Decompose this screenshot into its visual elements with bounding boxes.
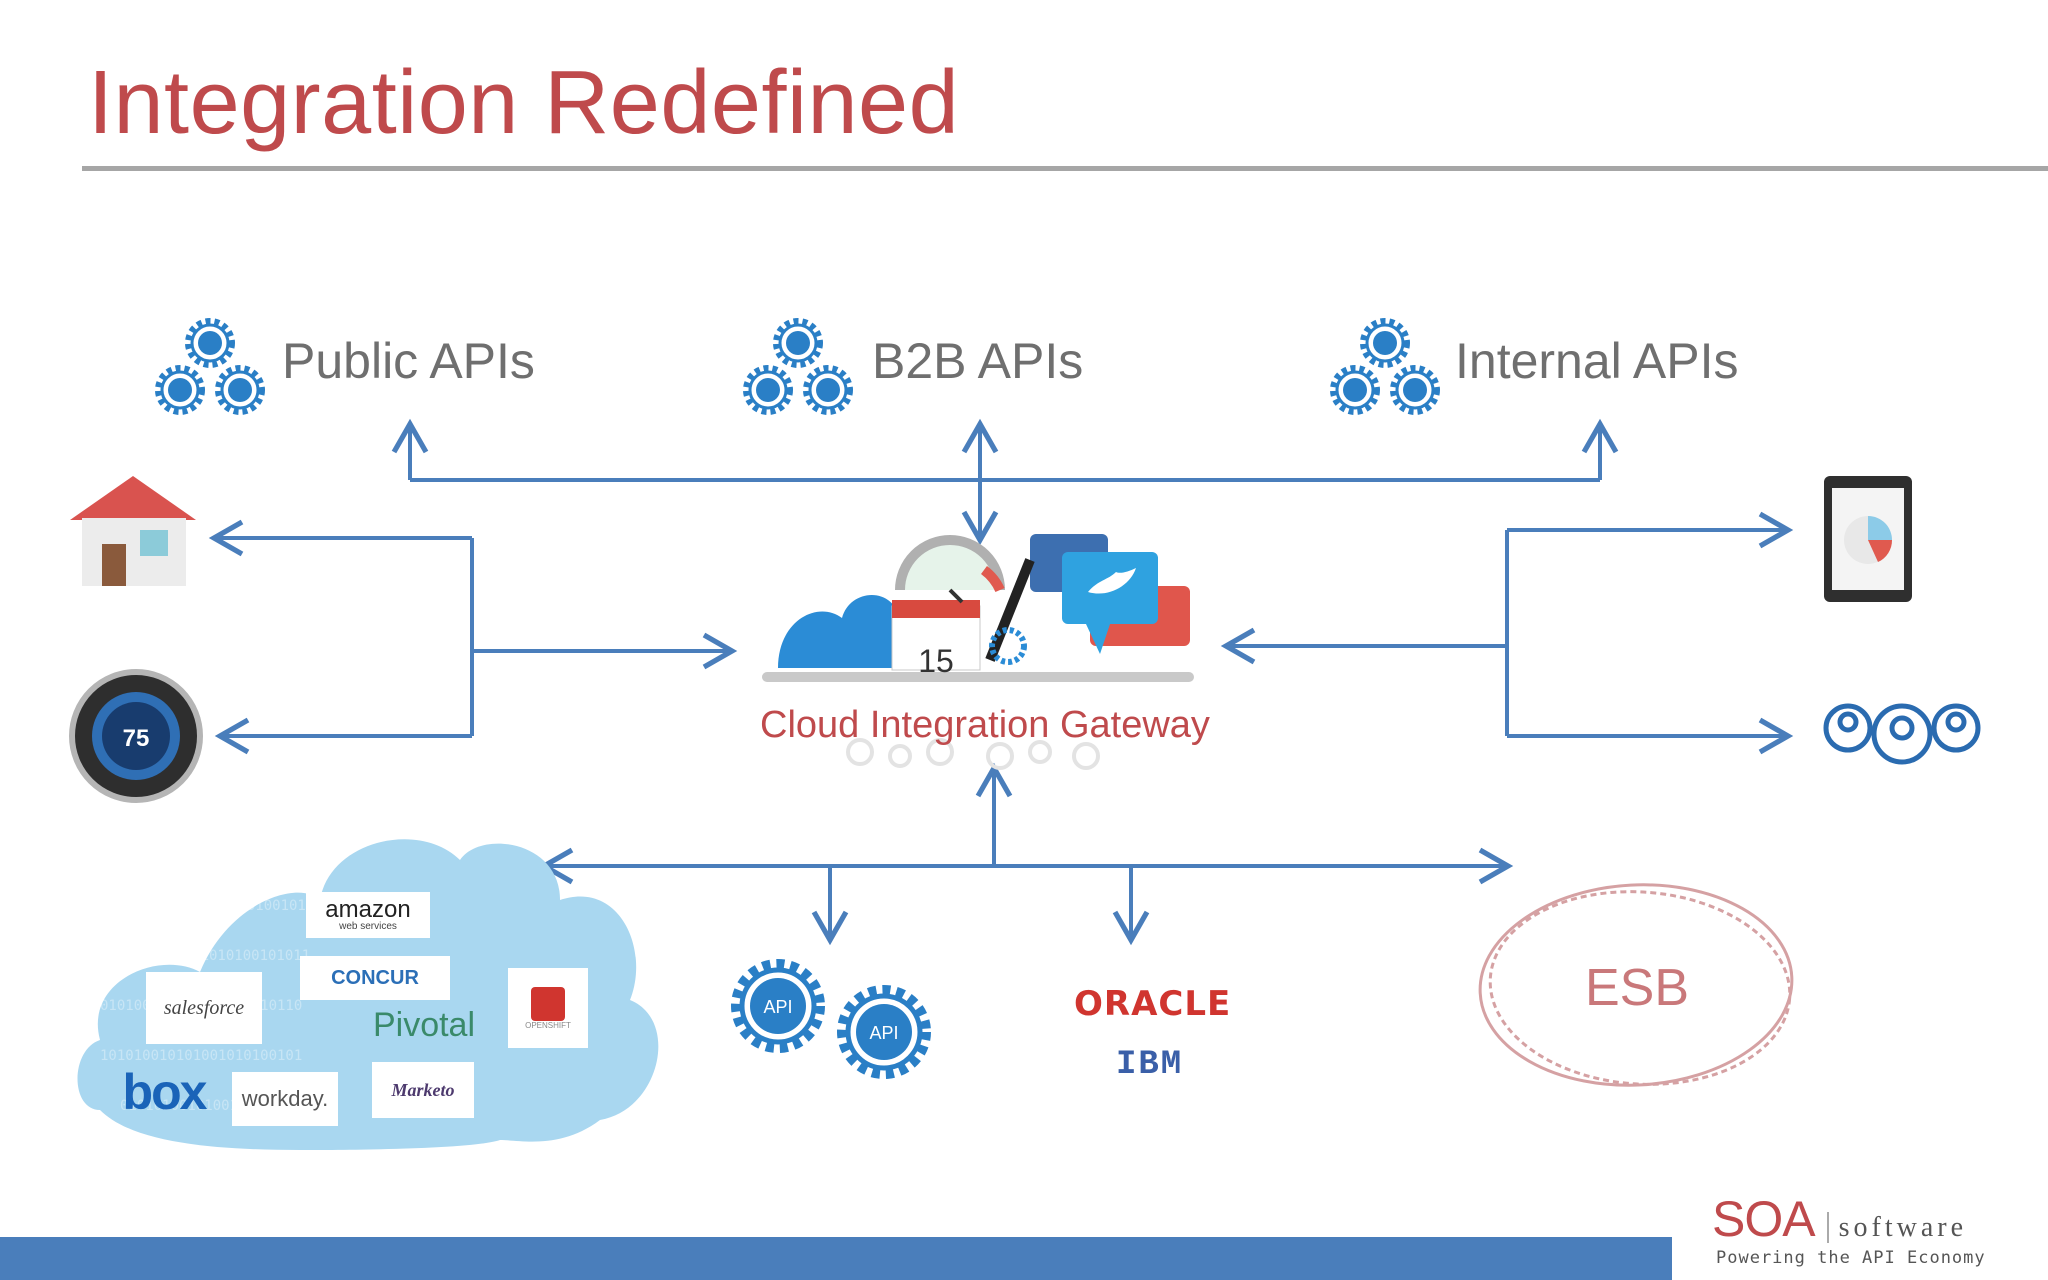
- pivotal-logo-text: Pivotal: [372, 1005, 476, 1044]
- oracle-logo: ORACLE: [1074, 984, 1232, 1024]
- amazon-logo-sub: web services: [339, 920, 397, 932]
- hub-illustration: [762, 534, 1194, 770]
- right-device-lines: [1220, 511, 1794, 755]
- openshift-cube-icon: [531, 986, 565, 1021]
- page-title: Integration Redefined: [88, 53, 960, 153]
- label-internal-apis: Internal APIs: [1455, 333, 1739, 389]
- concur-logo-text: CONCUR: [331, 966, 419, 989]
- marketo-logo: Marketo: [372, 1062, 474, 1118]
- gear-cluster-icon: [746, 321, 850, 412]
- marketo-logo-text: Marketo: [391, 1079, 455, 1100]
- openshift-logo-text: OPENSHIFT: [525, 1020, 571, 1030]
- footer-bar: [0, 1237, 1672, 1280]
- bottom-branch-lines: [538, 762, 1514, 946]
- user-group-icon: [1823, 703, 1981, 765]
- thermostat-value: 75: [123, 725, 150, 752]
- gear-cluster-icon: [158, 321, 262, 412]
- openshift-logo: OPENSHIFT: [508, 968, 588, 1048]
- box-logo-text: box: [122, 1064, 208, 1120]
- api-gear-label: API: [869, 1023, 898, 1043]
- label-public-apis: Public APIs: [282, 333, 535, 389]
- brand-tagline: Powering the API Economy: [1716, 1248, 1986, 1268]
- tablet-chart-icon: [1824, 476, 1912, 602]
- gear-cluster-icon: [1333, 321, 1437, 412]
- label-b2b-apis: B2B APIs: [872, 333, 1084, 389]
- title-divider: [82, 166, 2048, 171]
- api-gear-label: API: [763, 997, 792, 1017]
- salesforce-logo-text: salesforce: [163, 996, 245, 1019]
- workday-logo: workday.: [232, 1072, 338, 1126]
- brand-soa: SOA: [1712, 1191, 1816, 1247]
- house-icon: [70, 476, 196, 586]
- pivotal-logo: Pivotal: [364, 1000, 484, 1050]
- api-branch-lines: [391, 418, 1619, 546]
- box-logo: box: [118, 1064, 210, 1120]
- api-gear-icon: [731, 959, 825, 1053]
- svg-text:1100101010100101011: 1100101010100101011: [150, 948, 310, 964]
- svg-text:101010010101001010100101: 101010010101001010100101: [100, 1048, 302, 1064]
- calendar-day: 15: [918, 643, 954, 679]
- api-gear-icon: [837, 985, 931, 1079]
- hub-label: Cloud Integration Gateway: [760, 704, 1210, 746]
- brand-software: software: [1826, 1212, 1967, 1243]
- esb-label: ESB: [1585, 959, 1690, 1017]
- salesforce-logo: salesforce: [146, 972, 262, 1044]
- workday-logo-text: workday.: [241, 1086, 329, 1111]
- left-device-lines: [208, 519, 738, 755]
- amazon-logo-text: amazon: [325, 895, 411, 923]
- esb-circle-icon: [1478, 883, 1794, 1087]
- thermostat-icon: [69, 669, 203, 803]
- amazon-logo: amazon web services: [306, 892, 430, 938]
- concur-logo: CONCUR: [300, 956, 450, 1000]
- ibm-logo: IBM: [1116, 1046, 1184, 1084]
- brand-logo: SOA software: [1712, 1190, 1967, 1248]
